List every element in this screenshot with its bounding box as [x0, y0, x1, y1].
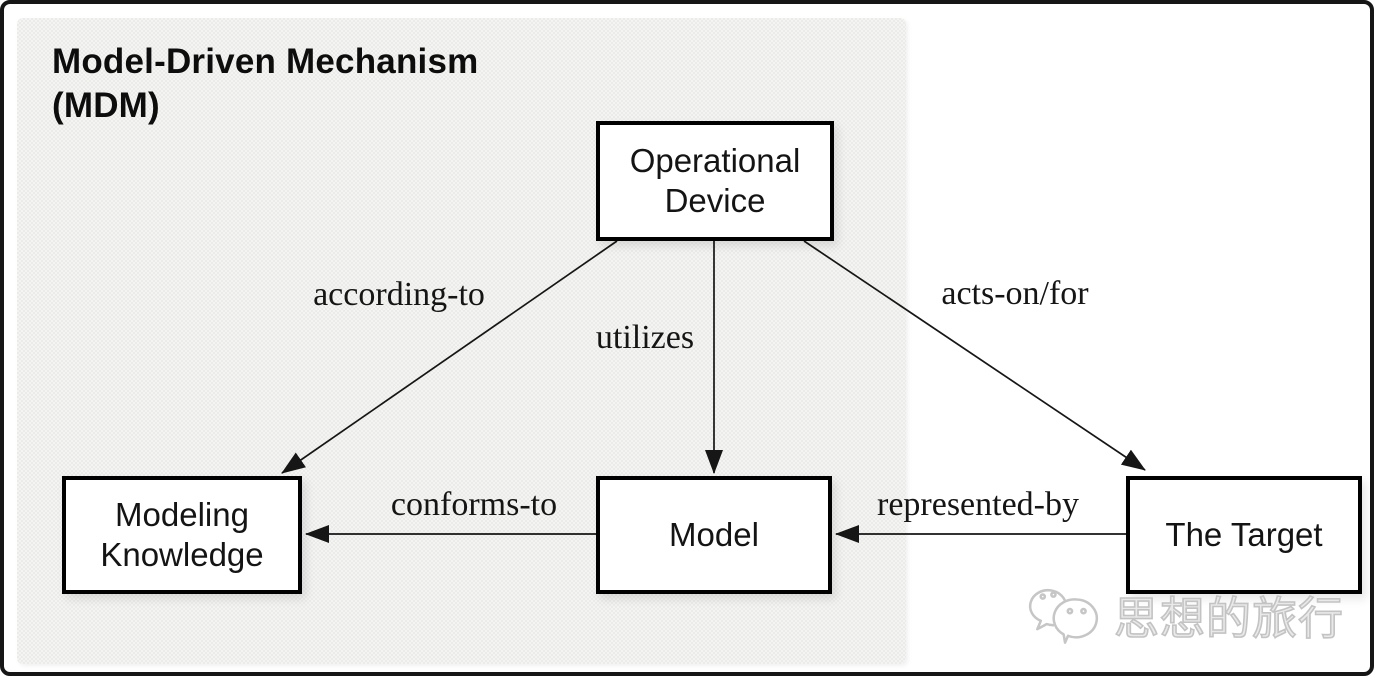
diagram-title-line2: (MDM): [52, 86, 160, 125]
edge-acts-on-for-arrow: [803, 240, 1146, 471]
node-operational-device: Operational Device: [596, 121, 834, 241]
edges-layer: [281, 240, 1146, 543]
edge-label-acts-on-for: acts-on/for: [941, 275, 1089, 312]
node-operational-device-label: Operational Device: [629, 141, 801, 219]
node-model-label: Model: [669, 515, 759, 553]
node-the-target-label: The Target: [1165, 515, 1323, 553]
node-modeling-knowledge-label: Modeling Knowledge: [100, 495, 264, 573]
diagram-title-line1: Model-Driven Mechanism: [52, 42, 479, 81]
node-model: Model: [596, 476, 832, 594]
edge-label-conforms-to: conforms-to: [390, 486, 558, 523]
node-modeling-knowledge: Modeling Knowledge: [62, 476, 302, 594]
edge-label-according-to: according-to: [313, 276, 485, 313]
edge-according-to-arrow: [281, 240, 618, 474]
node-the-target: The Target: [1126, 476, 1362, 594]
wechat-icon: [1028, 588, 1099, 644]
diagram-title: Model-Driven Mechanism (MDM): [52, 40, 478, 128]
edge-label-utilizes: utilizes: [595, 319, 695, 356]
edge-label-represented-by: represented-by: [876, 486, 1080, 523]
watermark-text: 思想的旅行: [1113, 592, 1345, 645]
watermark: 思想的旅行: [1026, 582, 1344, 647]
